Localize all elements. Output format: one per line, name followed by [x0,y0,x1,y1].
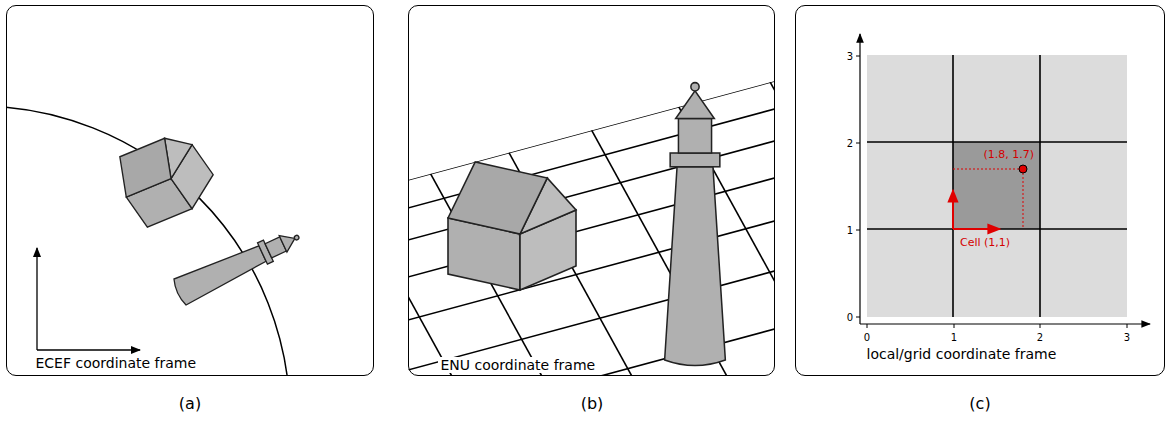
grid-axes-part [867,324,868,328]
lighthouse-icon [172,224,305,306]
lighthouse-icon-part [691,83,699,91]
cell-frame-arrows-part [952,190,954,229]
tick-label: 3 [847,50,853,63]
point-projection-part [1023,169,1024,229]
ecef-axes-part [36,248,37,350]
lighthouse-icon-part [294,235,300,241]
enu-grid-line [747,40,775,376]
ecef-axes-part [37,349,140,350]
point-label: (1.8, 1.7) [983,148,1034,162]
lighthouse-icon-part [670,153,720,167]
tick-label: 2 [847,137,853,150]
lighthouse-icon [665,83,726,366]
enu-grid-lines [408,40,775,376]
house-icon-part [448,162,547,234]
subfigure-caption: (a) [179,394,201,413]
point-projection-part [953,169,1023,170]
panel-frame: ECEF coordinate frame [6,5,374,376]
subfigure-caption: (b) [581,394,604,413]
tick-label: 3 [1124,331,1130,344]
ecef-axes [37,248,140,350]
grid-cells-part [867,141,1127,143]
lighthouse-icon-part [279,230,298,252]
grid-axes [856,34,1150,328]
grid-axes-part [856,230,860,231]
lighthouse-icon-part [676,91,715,119]
panel-frame: ENU coordinate frame [408,5,775,376]
grid-axes-part [954,324,955,328]
tick-label: 1 [951,331,957,344]
lighthouse-icon-part [665,167,726,366]
point-projection [953,169,1023,229]
grid-axes-part [859,34,860,324]
tick-label: 2 [1037,331,1043,344]
house-icon [105,119,222,236]
sample-point [1019,165,1027,173]
grid-axes-part [1040,324,1041,328]
grid-cells-part [867,55,1127,317]
earth-surface-part [6,106,290,376]
grid-cells-part [952,55,954,317]
earth-surface [6,106,290,376]
cell-frame-arrows [953,190,1000,229]
frame-label: ENU coordinate frame [438,357,599,373]
enu-grid [408,40,775,376]
grid-cells-part [1039,55,1041,317]
frame-label: local/grid coordinate frame [867,346,1057,362]
tick-label: 1 [847,224,853,237]
grid-cells-part [953,142,1040,229]
grid-axes-part [856,143,860,144]
grid-cells-part [867,228,1127,230]
grid-axes-part [856,317,860,318]
grid-axes-part [1127,324,1128,328]
enu-grid-line [447,40,662,376]
tick-label: 0 [847,311,853,324]
enu-grid-line [642,40,775,376]
house-icon [448,162,576,290]
sample-point-part [1019,165,1027,173]
lighthouse-icon-part [678,119,711,154]
grid-axes-part [860,323,1150,324]
cell-frame-arrows-part [953,228,1000,230]
house-icon-part [105,130,185,206]
grid-axes-part [856,56,860,57]
cell-label: Cell (1,1) [960,236,1010,250]
frame-label: ECEF coordinate frame [36,355,197,371]
grid-cells [867,55,1127,317]
lighthouse-icon-part [172,241,269,306]
enu-grid-line [408,77,775,182]
subfigure-caption: (c) [969,394,990,413]
tick-label: 0 [864,331,870,344]
